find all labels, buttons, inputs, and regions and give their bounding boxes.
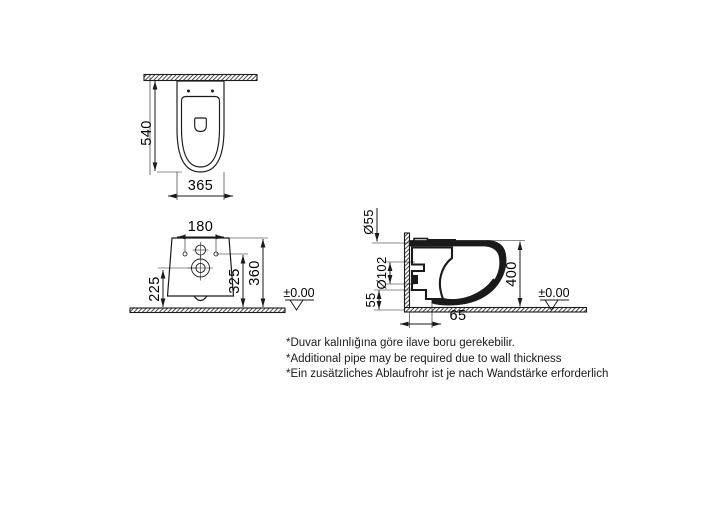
level-text-right: ±0.00 xyxy=(538,286,569,300)
wall-hatch-top xyxy=(143,73,258,82)
flush-inlet-section xyxy=(413,237,429,246)
dim-text-360: 360 xyxy=(247,260,263,285)
flush-aperture xyxy=(194,117,207,133)
wall-hatch-side xyxy=(403,232,411,311)
trap-inner-profile xyxy=(410,246,454,301)
level-marker-right: ±0.00 xyxy=(538,286,570,311)
dim-text-400: 400 xyxy=(504,261,520,286)
dim-text-365: 365 xyxy=(188,178,213,194)
dim-text-180: 180 xyxy=(188,219,213,235)
dim-text-325: 325 xyxy=(227,268,243,293)
level-text-left: ±0.00 xyxy=(283,286,314,300)
view-side-section: Ø55 Ø102 55 400 65 ±0.00 xyxy=(361,208,588,328)
level-marker-left: ±0.00 xyxy=(283,286,315,311)
note-line-german: *Ein zusätzliches Ablaufrohr ist je nach… xyxy=(286,368,609,380)
front-bottom-bulge xyxy=(193,295,208,302)
dim-text-540: 540 xyxy=(139,120,155,145)
dim-text-65: 65 xyxy=(450,308,467,324)
note-line-turkish: *Duvar kalınlığına göre ilave boru gerek… xyxy=(286,337,515,349)
level-triangle-right xyxy=(544,299,559,311)
view-front-elevation: 180 225 325 360 ±0.00 xyxy=(129,219,315,314)
floor-line-right xyxy=(403,306,588,313)
dim-text-d55: Ø55 xyxy=(361,209,376,234)
level-triangle-left xyxy=(289,299,304,311)
dim-text-55: 55 xyxy=(363,292,378,307)
notes-block: *Duvar kalınlığına göre ilave boru gerek… xyxy=(286,336,686,383)
fixing-hole-right xyxy=(211,89,214,93)
bowl-rim-outline xyxy=(180,95,221,168)
rim-top-bar xyxy=(428,239,456,242)
note-line-english: *Additional pipe may be required due to … xyxy=(286,352,562,365)
dim-text-d102: Ø102 xyxy=(374,256,389,289)
front-fixing-hole-left xyxy=(182,251,188,257)
floor-line-left xyxy=(129,307,286,314)
fixing-hole-left xyxy=(187,89,190,93)
dim-text-225: 225 xyxy=(147,276,163,301)
bowl-section-body xyxy=(409,240,507,306)
outlet-spigot-block xyxy=(411,275,418,284)
bowl-outer-outline xyxy=(176,80,225,173)
view-top-plan: 540 365 xyxy=(139,73,258,200)
bowl-inner-curve xyxy=(442,278,495,302)
